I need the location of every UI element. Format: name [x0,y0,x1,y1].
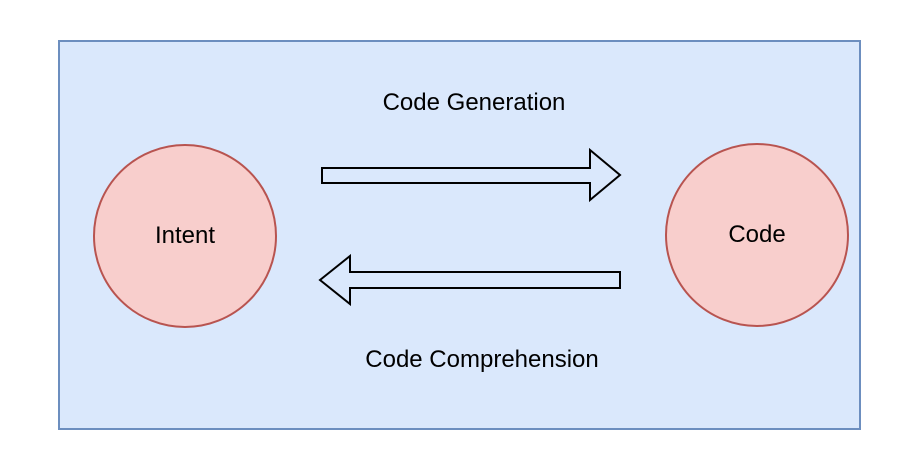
node-intent-label: Intent [154,222,216,249]
edge-label-code-generation: Code Generation [382,89,566,116]
node-code: Code [665,143,849,327]
edge-label-code-comprehension: Code Comprehension [365,346,599,373]
right-arrow-icon [321,148,622,203]
left-arrow-icon [318,253,621,307]
node-code-label: Code [728,221,786,248]
node-intent: Intent [93,144,277,328]
left-arrow-shape [318,253,621,307]
right-arrow-shape [321,148,622,203]
